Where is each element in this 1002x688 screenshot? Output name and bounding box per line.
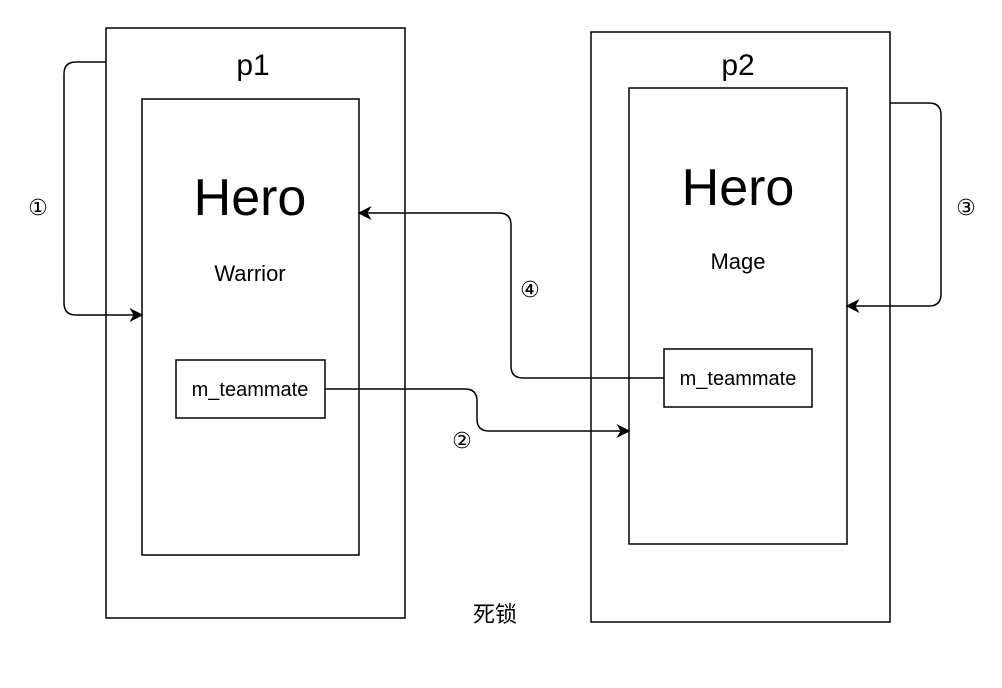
hero-object-warrior: Hero Warrior m_teammate — [141, 98, 360, 556]
step-marker-3: ③ — [956, 196, 976, 221]
arrow-step-1 — [63, 61, 144, 322]
hero-mage-title: Hero — [682, 159, 795, 217]
step-marker-1: ① — [28, 196, 48, 221]
hero-object-mage: Hero Mage m_teammate — [628, 87, 848, 545]
deadlock-caption: 死锁 — [473, 603, 517, 628]
hero-warrior-title: Hero — [194, 169, 307, 227]
hero-warrior-class: Warrior — [214, 261, 285, 286]
panel-p1-frame — [105, 27, 406, 619]
panel-p2-frame — [590, 31, 891, 623]
panel-p2-label: p2 — [721, 49, 754, 82]
step-marker-2: ② — [452, 429, 472, 454]
hero-object-mage-frame — [628, 87, 848, 545]
hero-object-warrior-frame — [141, 98, 360, 556]
arrow-step-3 — [845, 102, 942, 313]
arrow-step-4 — [357, 206, 664, 379]
panel-p1: p1 Hero Warrior m_teammate — [105, 27, 406, 619]
mage-teammate-field: m_teammate — [680, 368, 797, 390]
panel-p1-label: p1 — [236, 49, 269, 82]
panel-p2: p2 Hero Mage m_teammate — [590, 31, 891, 623]
warrior-teammate-field-box — [175, 359, 326, 419]
warrior-teammate-field: m_teammate — [192, 379, 309, 401]
arrow-step-2 — [325, 388, 631, 438]
hero-mage-class: Mage — [710, 249, 765, 274]
step-marker-4: ④ — [520, 278, 540, 303]
mage-teammate-field-box — [663, 348, 813, 408]
